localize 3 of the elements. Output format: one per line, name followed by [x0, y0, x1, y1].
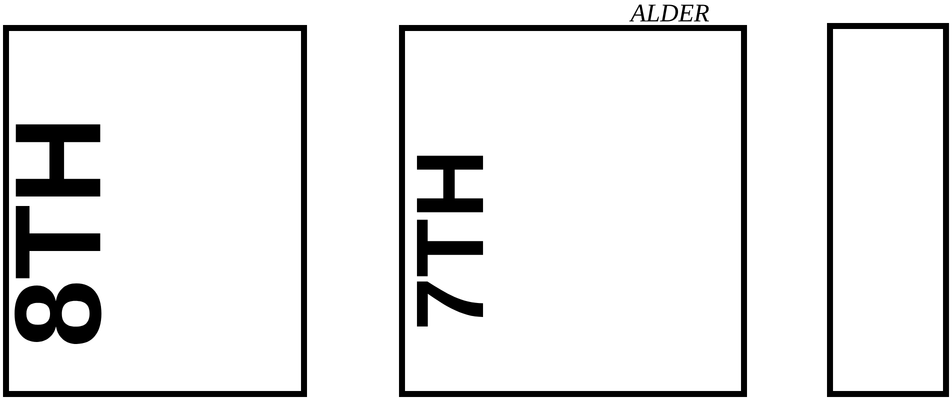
- block-box: 7TH: [399, 25, 747, 397]
- block-box: 8TH: [3, 25, 307, 397]
- block-box: [827, 23, 949, 397]
